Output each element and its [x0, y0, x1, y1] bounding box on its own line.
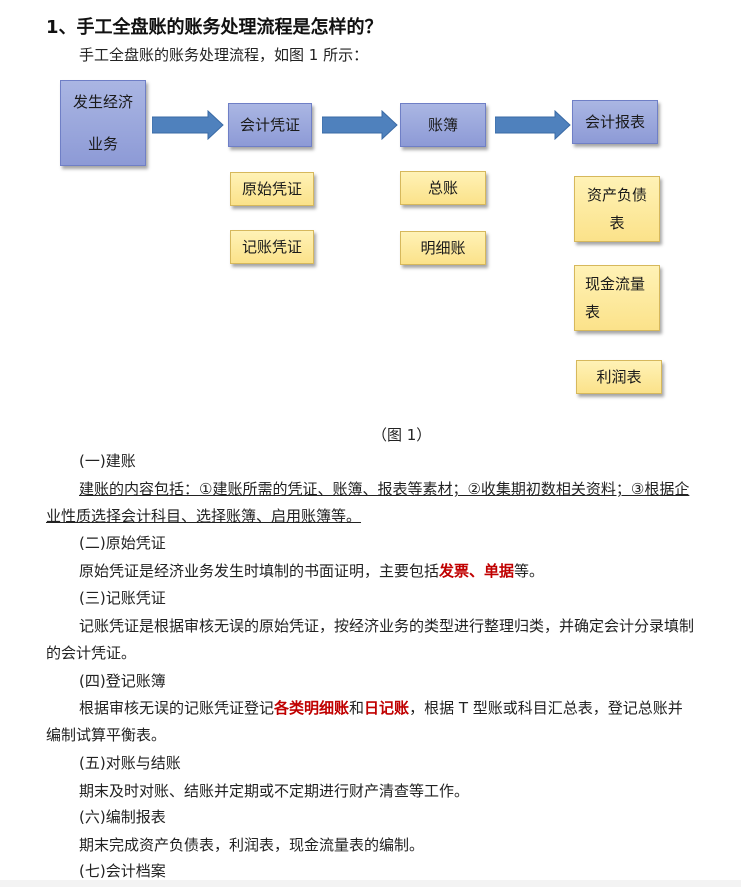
box-start-label: 发生经济业务: [73, 93, 134, 153]
para-bookkeeping-voucher: 记账凭证是根据审核无误的原始凭证，按经济业务的类型进行整理归类，并确定会计分录填…: [46, 617, 695, 662]
heading-reports: (六)编制报表: [79, 808, 166, 826]
box-original-voucher: 原始凭证: [230, 172, 314, 206]
box-cashflow-statement: 现金流量表: [574, 265, 660, 331]
para-ledger: 根据审核无误的记账凭证登记各类明细账和日记账，根据 T 型账或科目汇总表，登记总…: [46, 695, 696, 749]
box-income-statement: 利润表: [576, 360, 662, 394]
arrow-right-icon: [495, 110, 571, 140]
para-setup: 建账的内容包括：①建账所需的凭证、账簿、报表等素材；②收集期初数相关资料；③根据…: [46, 480, 690, 525]
box-voucher-label: 会计凭证: [239, 115, 300, 134]
heading-setup: (一)建账: [79, 452, 136, 470]
heading-ledger: (四)登记账簿: [79, 672, 166, 690]
box-bookkeeping-voucher: 记账凭证: [230, 230, 314, 264]
box-bookkeeping-voucher-label: 记账凭证: [241, 237, 302, 256]
arrow-right-icon: [152, 110, 224, 140]
arrow-right-icon: [322, 110, 398, 140]
text: 原始凭证是经济业务发生时填制的书面证明，主要包括: [79, 562, 440, 580]
box-subsidiary-ledger: 明细账: [400, 231, 486, 265]
box-general-ledger-label: 总账: [427, 178, 458, 197]
box-subsidiary-ledger-label: 明细账: [420, 238, 466, 257]
para-original-voucher: 原始凭证是经济业务发生时填制的书面证明，主要包括发票、单据等。: [46, 558, 696, 585]
box-income-statement-label: 利润表: [596, 367, 642, 386]
box-general-ledger: 总账: [400, 171, 486, 205]
box-original-voucher-label: 原始凭证: [241, 179, 302, 198]
box-report: 会计报表: [572, 100, 658, 144]
box-ledger: 账簿: [400, 103, 486, 147]
box-balance-sheet-label: 资产负债表: [586, 186, 647, 232]
box-balance-sheet: 资产负债表: [574, 176, 660, 242]
highlight-text: 各类明细账: [274, 699, 350, 717]
figure-caption: （图 1）: [372, 426, 432, 444]
text: 和: [349, 699, 365, 717]
highlight-text: 日记账: [364, 699, 410, 717]
highlight-text: 发票、单据: [439, 562, 515, 580]
heading-bookkeeping-voucher: (三)记账凭证: [79, 589, 166, 607]
heading-original-voucher: (二)原始凭证: [79, 534, 166, 552]
section-title: 1、手工全盘账的账务处理流程是怎样的？: [46, 17, 383, 38]
text: 等。: [514, 562, 545, 580]
box-cashflow-statement-label: 现金流量表: [585, 275, 646, 321]
text: ，根据 T 型账或科目汇总表，登记总账并编制试算平衡表。: [46, 699, 683, 744]
box-ledger-label: 账簿: [427, 115, 458, 134]
para-reports: 期末完成资产负债表，利润表，现金流量表的编制。: [79, 836, 425, 854]
intro-text: 手工全盘账的账务处理流程，如图 1 所示：: [79, 46, 369, 64]
page-bottom-edge: [0, 880, 741, 887]
box-report-label: 会计报表: [584, 112, 645, 131]
para-reconcile: 期末及时对账、结账并定期或不定期进行财产清查等工作。: [79, 782, 470, 800]
box-voucher: 会计凭证: [228, 103, 312, 147]
box-start: 发生经济业务: [60, 80, 146, 166]
heading-reconcile: (五)对账与结账: [79, 754, 181, 772]
heading-archive: (七)会计档案: [79, 862, 166, 880]
text: 根据审核无误的记账凭证登记: [79, 699, 275, 717]
